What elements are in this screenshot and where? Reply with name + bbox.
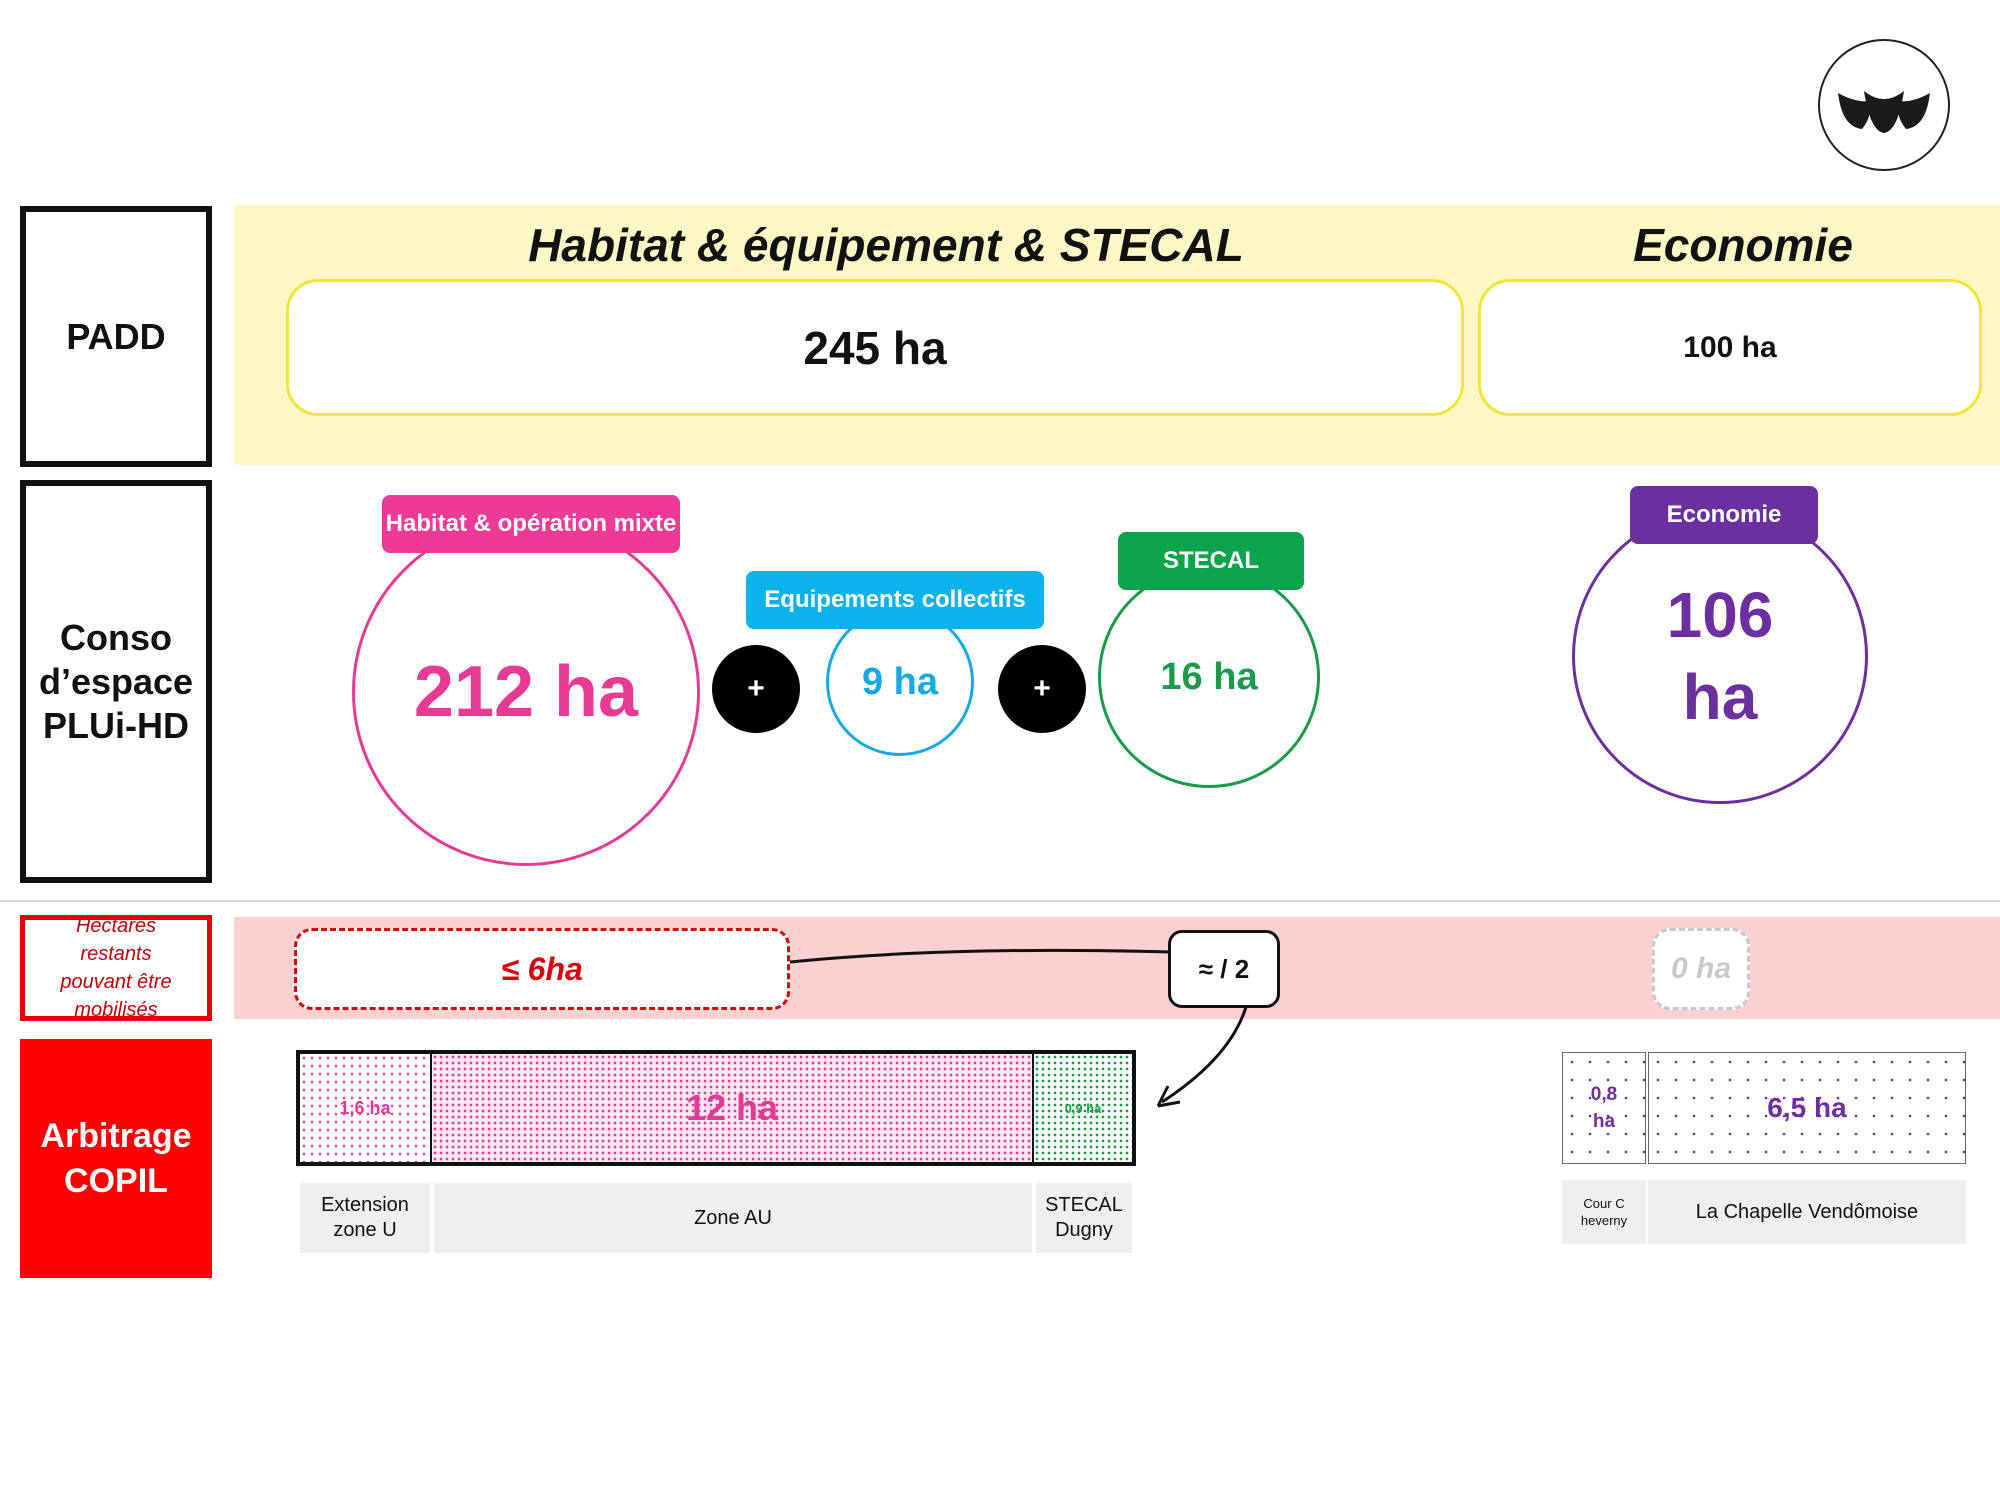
plus-icon: + [998,645,1086,733]
plus-icon-text-2: + [1033,672,1051,705]
restants-habitat-box: ≤ 6ha [294,928,790,1010]
row-label-conso-text: Conso d’espace PLUi-HD [38,616,194,746]
plus-icon-text: + [747,672,765,705]
row-label-restants: Hectares restants pouvant être mobilisés [20,915,212,1021]
padd-habitat-title: Habitat & équipement & STECAL [528,219,1244,271]
stecal-tag: STECAL [1118,532,1304,590]
segment-zone-au: 12 ha [432,1054,1034,1162]
label-extension-text: Extension zone U [321,1194,409,1241]
equipements-circle: 9 ha [826,608,974,756]
restants-habitat-value: ≤ 6ha [501,950,583,987]
segment-zone-au-value: 12 ha [685,1087,779,1128]
stecal-circle: 16 ha [1098,566,1320,788]
row-label-arbitrage: Arbitrage COPIL [20,1039,212,1278]
segment-extension-value: 1,6 ha [339,1097,391,1118]
restants-economie-box: 0 ha [1652,928,1750,1010]
plus-icon: + [712,645,800,733]
habitat-bar [296,1050,1136,1166]
label-cour-cheverny: Cour Cheverny [1562,1180,1646,1244]
economie-value-number: 106 [1666,579,1774,651]
label-chapelle-text: La Chapelle Vendômoise [1695,1200,1919,1223]
economie-value-unit: ha [1682,661,1758,733]
row-label-restants-text: Hectares restants pouvant être mobilisés [60,915,172,1021]
row-label-arbitrage-text: Arbitrage COPIL [40,1116,192,1200]
label-chapelle: La Chapelle Vendômoise [1648,1180,1966,1244]
habitat-tag-text: Habitat & opération mixte [385,510,677,537]
equipements-value: 9 ha [861,660,939,703]
row-label-padd-text: PADD [66,315,166,357]
logo-mark-icon [1838,91,1930,133]
ratio-value: ≈ / 2 [1198,953,1250,984]
padd-economie-title: Economie [1633,219,1853,271]
segment-chapelle-value: 6,5 ha [1767,1092,1847,1123]
row-label-padd: PADD [20,206,212,467]
row-label-conso: Conso d’espace PLUi-HD [20,480,212,883]
habitat-circle: 212 ha [352,518,700,866]
stecal-tag-text: STECAL [1163,547,1259,574]
label-zone-au-text: Zone AU [694,1206,772,1229]
padd-economie-box: 100 ha [1478,279,1982,416]
divider [0,900,2000,902]
padd-economie-value: 100 ha [1683,330,1777,364]
ratio-box: ≈ / 2 [1168,930,1280,1008]
padd-habitat-value: 245 ha [803,321,947,374]
label-extension: Extension zone U [300,1183,430,1253]
habitat-tag: Habitat & opération mixte [382,495,680,553]
economie-tag: Economie [1630,486,1818,544]
segment-stecal-value: 0,9 ha [1064,1100,1102,1116]
economie-circle: 106 ha [1572,508,1868,804]
equipements-tag: Equipements collectifs [746,571,1044,629]
segment-chapelle: 6,5 ha [1648,1052,1966,1164]
padd-habitat-box: 245 ha [286,279,1464,416]
segment-cour-cheverny-value: 0,8 ha [1590,1084,1618,1132]
segment-cour-cheverny: 0,8 ha [1562,1052,1646,1164]
segment-stecal: 0,9 ha [1034,1054,1132,1162]
label-stecal-text: STECAL Dugny [1045,1194,1123,1241]
economie-tag-text: Economie [1666,501,1782,528]
equipements-tag-text: Equipements collectifs [764,586,1026,613]
restants-economie-value: 0 ha [1670,952,1732,985]
label-stecal: STECAL Dugny [1036,1183,1132,1253]
habitat-value: 212 ha [413,652,639,732]
logo [1818,39,1950,171]
segment-extension: 1,6 ha [300,1054,432,1162]
stecal-value: 16 ha [1160,655,1258,698]
label-zone-au: Zone AU [434,1183,1032,1253]
label-cour-cheverny-text: Cour Cheverny [1580,1196,1628,1228]
